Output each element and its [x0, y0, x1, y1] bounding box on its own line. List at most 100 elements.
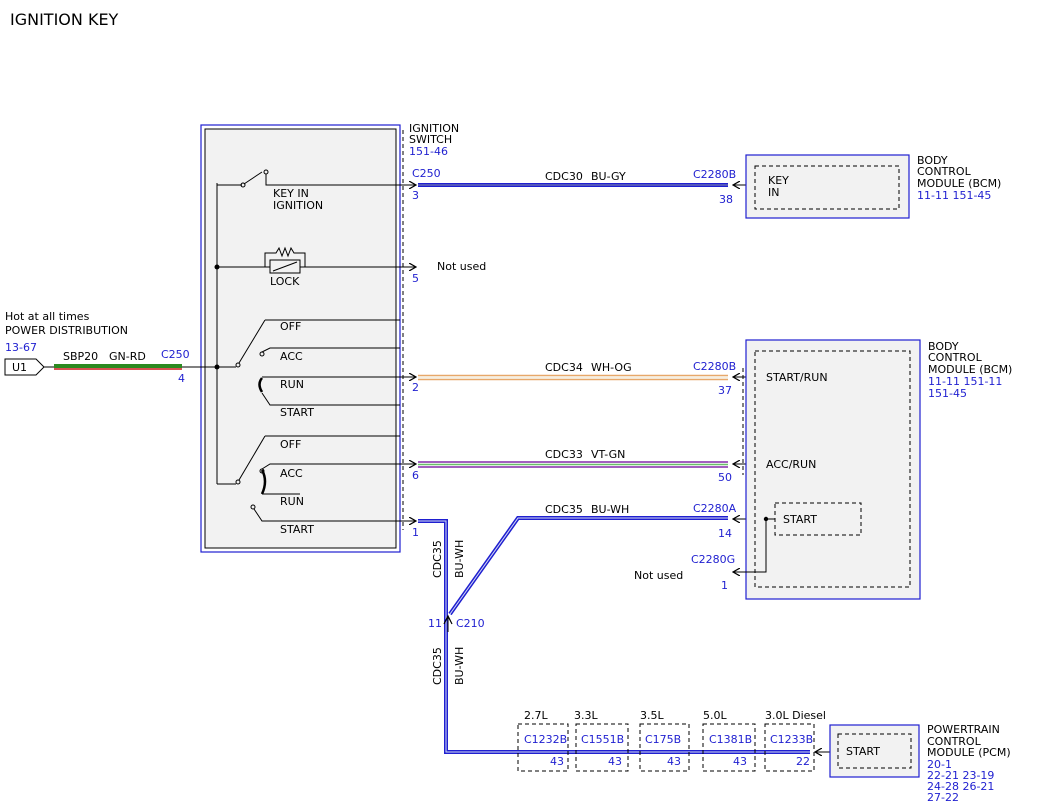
bcm2-conn3: C2280A [693, 502, 737, 515]
bcm2-pin2: 50 [718, 471, 732, 484]
engine-connectors: 2.7L C1232B 43 3.3L C1551B 43 3.5L C175B… [517, 709, 826, 772]
cdc33-color: VT-GN [591, 448, 625, 461]
ignition-switch-inner [204, 128, 397, 549]
bcm1-inner2: IN [768, 186, 779, 199]
cdc35-vert2: CDC35 [431, 647, 444, 685]
pos-run-2: RUN [280, 495, 304, 508]
u1-connector-icon [4, 358, 45, 376]
pcm-ref1: 20-1 [927, 758, 952, 771]
pos-off-1: OFF [280, 320, 301, 333]
engine-pin: 43 [608, 755, 622, 768]
engine-connector-box [702, 723, 756, 772]
pos-start-2: START [280, 523, 314, 536]
c250-label: C250 [412, 167, 441, 180]
pos-start-1: START [280, 406, 314, 419]
ignition-switch-ref: 151-46 [409, 145, 448, 158]
engine-pin: 43 [667, 755, 681, 768]
pcm-ref4: 27-22 [927, 791, 959, 804]
engine-connector-box [517, 723, 569, 772]
pin-4: 4 [178, 372, 185, 385]
engine-pin: 43 [733, 755, 747, 768]
cdc35-color: BU-WH [591, 503, 629, 516]
pcm-ref2: 22-21 23-19 [927, 769, 994, 782]
pcm-ref3: 24-28 26-21 [927, 780, 994, 793]
engine-pin: 22 [796, 755, 810, 768]
engine-label: 3.0L Diesel [765, 709, 826, 722]
engine-connector-box [639, 723, 690, 772]
bcm1-ref: 11-11 151-45 [917, 189, 991, 202]
bcm2-pin4: 1 [721, 579, 728, 592]
bcm2-ref2: 151-45 [928, 387, 967, 400]
bcm1-conn: C2280B [693, 168, 736, 181]
not-used-bcm: Not used [634, 569, 683, 582]
pcm-name2: CONTROL [927, 735, 982, 748]
bcm2-conn4: C2280G [691, 553, 735, 566]
pin-3: 3 [412, 189, 419, 202]
not-used-pin5: Not used [437, 260, 486, 273]
bcm2-ref1: 11-11 151-11 [928, 375, 1002, 388]
bcm2-name1: BODY [928, 340, 959, 353]
cdc30-label: CDC30 [545, 170, 583, 183]
key-in-label1: KEY IN [273, 187, 309, 200]
pcm-name1: POWERTRAIN [927, 723, 1000, 736]
engine-label: 5.0L [703, 709, 727, 722]
engine-conn: C1381B [709, 733, 752, 746]
bcm1-name2: CONTROL [917, 165, 972, 178]
bcm2-conn1: C2280B [693, 360, 736, 373]
bcm2-start-run: START/RUN [766, 371, 828, 384]
engine-conn: C1233B [770, 733, 813, 746]
bcm2-pin1: 37 [718, 384, 732, 397]
engine-pin: 43 [550, 755, 564, 768]
c210-conn: C210 [456, 617, 485, 630]
cdc35-label: CDC35 [545, 503, 583, 516]
power-ref: 13-67 [5, 341, 37, 354]
bcm2-name3: MODULE (BCM) [928, 363, 1012, 376]
pin-5: 5 [412, 272, 419, 285]
ignition-switch-name1: IGNITION [409, 122, 459, 135]
pos-run-1: RUN [280, 378, 304, 391]
page-title: IGNITION KEY [10, 10, 119, 29]
ignition-switch-name2: SWITCH [409, 133, 452, 146]
cdc35-color-vert2: BU-WH [453, 647, 466, 685]
power-line2: POWER DISTRIBUTION [5, 324, 128, 337]
engine-label: 2.7L [524, 709, 548, 722]
cdc33-label: CDC33 [545, 448, 583, 461]
ignition-switch-outer [200, 124, 401, 553]
engine-label: 3.5L [640, 709, 664, 722]
sbp20-label: SBP20 [63, 350, 98, 363]
c250-power-label: C250 [161, 348, 190, 361]
cdc30-color: BU-GY [591, 170, 626, 183]
engine-conn: C1232B [524, 733, 567, 746]
pcm-name3: MODULE (PCM) [927, 746, 1011, 759]
pos-acc-2: ACC [280, 467, 303, 480]
bcm2-start: START [783, 513, 817, 526]
c210-pin: 11 [428, 617, 442, 630]
key-in-label2: IGNITION [273, 199, 323, 212]
pos-off-2: OFF [280, 438, 301, 451]
cdc34-color: WH-OG [591, 361, 632, 374]
pin-1: 1 [412, 526, 419, 539]
bcm1-inner1: KEY [768, 174, 789, 187]
cdc35-wire-bcm [448, 516, 728, 616]
pin-2: 2 [412, 381, 419, 394]
cdc34-label: CDC34 [545, 361, 583, 374]
cdc35-vert1: CDC35 [431, 540, 444, 578]
bcm2-acc-run: ACC/RUN [766, 458, 816, 471]
engine-conn: C1551B [581, 733, 624, 746]
power-line1: Hot at all times [5, 310, 90, 323]
bcm1-name1: BODY [917, 154, 948, 167]
pcm-inner: START [846, 745, 880, 758]
bcm2-name2: CONTROL [928, 351, 983, 364]
bcm1-pin: 38 [719, 193, 733, 206]
engine-connector-box [764, 723, 815, 772]
u1-label: U1 [12, 361, 27, 374]
engine-conn: C175B [645, 733, 681, 746]
cdc35-color-vert1: BU-WH [453, 540, 466, 578]
pos-acc-1: ACC [280, 350, 303, 363]
gn-rd-label: GN-RD [109, 350, 146, 363]
bcm2-box [745, 339, 921, 600]
bcm2-pin3: 14 [718, 527, 732, 540]
lock-label: LOCK [270, 275, 300, 288]
pin-6: 6 [412, 469, 419, 482]
bcm1-name3: MODULE (BCM) [917, 177, 1001, 190]
